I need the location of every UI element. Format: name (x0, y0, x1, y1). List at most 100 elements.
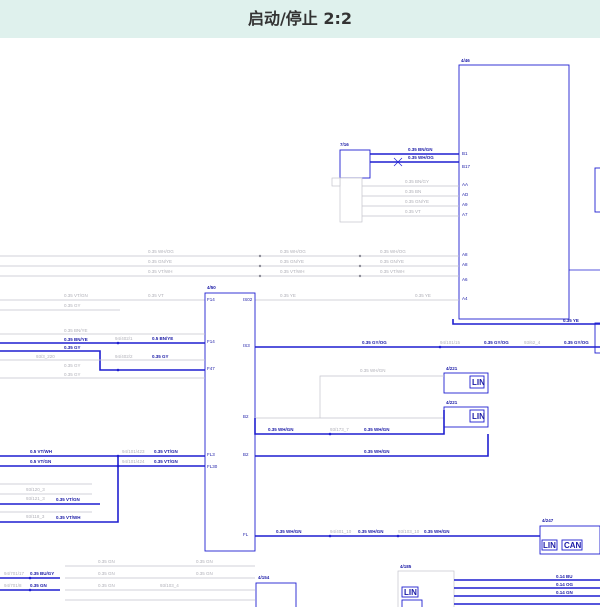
ecu-50-pin-l2: F14 (207, 339, 215, 344)
grey-harness-lines (0, 483, 92, 513)
lin-module-2[interactable]: LIN 4/221 (443, 400, 489, 428)
label-vtwh-2: 0.35 VT/GN (154, 449, 178, 454)
junction-6 (358, 274, 362, 278)
lin-module-1[interactable]: LIN 4/221 (443, 366, 489, 394)
label-vtgn: 0.5 VT/GN (30, 459, 51, 464)
module-4-185[interactable]: 4/185 LIN (397, 564, 455, 607)
lin-can-module[interactable]: 4/247 LIN CAN (539, 518, 600, 555)
label-gn-grey-1: 0.35 GN (98, 559, 115, 564)
label-gn14: 0.14 GN (556, 590, 573, 595)
ecu-4-50-body (204, 292, 256, 552)
junction-1 (258, 254, 262, 258)
label-bnye-grey: 0.35 BN/YE (64, 328, 88, 333)
label-vtwh-low: 0.35 VT/WH (56, 515, 81, 520)
partial-box-right-2 (594, 322, 600, 354)
wire-gy (0, 350, 205, 371)
splice-s5: 93/62_4 (524, 340, 541, 345)
ecu-pin-a7: A7 (462, 212, 468, 217)
label-grey-3: 0.35 VT/WH (148, 269, 173, 274)
grey-wire-lin (319, 375, 444, 419)
junction-3 (258, 274, 262, 278)
label-gy-b: 0.35 GY (152, 354, 169, 359)
ecu-50-pin-l4: FL3 (207, 452, 215, 457)
label-gy: 0.35 GY (64, 345, 81, 350)
label-grey-4: 0.35 WH/OG (280, 249, 306, 254)
label-vt-grey: 0.35 VT (148, 293, 164, 298)
lin-box-1 (469, 375, 485, 389)
label-gn-grey-2: 0.35 GN (98, 571, 115, 576)
junction-12 (116, 464, 120, 468)
grey-long-wires (0, 255, 459, 277)
label-gy-grey: 0.35 GY (64, 303, 81, 308)
label-vt: 0.35 VT (405, 209, 421, 214)
label-grey-6: 0.35 VT/WH (280, 269, 305, 274)
splice-s12: 94/401_10 (330, 529, 352, 534)
splice-s16: 93/103_4 (160, 583, 179, 588)
splice-s10: 93/121_3 (26, 496, 45, 501)
label-gn-grey-3: 0.35 GN (98, 583, 115, 588)
label-whgn-5: 0.35 WH/GN (358, 529, 384, 534)
grey-gn-wires (65, 565, 255, 601)
junction-16 (28, 588, 32, 592)
label-ye-grey-2: 0.35 YE (415, 293, 431, 298)
lin-can-ref: 4/247 (542, 518, 554, 523)
ecu-50-pin-l1: F14 (207, 297, 215, 302)
label-grey-5: 0.35 GN/YE (280, 259, 304, 264)
ecu-4-46[interactable]: 4/46 B1 B17 AA AD A9 A7 A8 A8 A6 A4 (458, 58, 570, 320)
partial-box-right-1 (594, 167, 600, 213)
ecu-pin-a9: A9 (462, 202, 468, 207)
splice-s3: 93/3_220 (36, 354, 55, 359)
splice-s1: 94/402/1 (115, 336, 133, 341)
ecu-4-50[interactable]: 4/50 F14 F14 F47 FL3 FL30 IS02 IS3 B2 B2… (204, 285, 256, 552)
grey-wires-relay (362, 185, 459, 217)
label-whgn-4: 0.35 WH/GN (276, 529, 302, 534)
splice-s8: 94/101/424 (122, 459, 145, 464)
label-og: 0.14 OG (556, 582, 574, 587)
ecu-4-46-body (458, 64, 570, 320)
wiring-diagram[interactable]: 4/46 B1 B17 AA AD A9 A7 A8 A8 A6 A4 0.35… (0, 38, 600, 607)
lin-label-1: LIN (472, 378, 485, 387)
title-bar: 启动/停止 2:2 (0, 0, 600, 38)
relay-grey-box (339, 177, 363, 223)
ecu-50-pin-r1: IS02 (243, 297, 253, 302)
splice-s14: 94/701/17 (4, 571, 25, 576)
module-4-185-ref: 4/185 (400, 564, 412, 569)
junction-2 (258, 264, 262, 268)
splice-s13: 93/103_10 (398, 529, 420, 534)
lin-ref-2: 4/221 (446, 400, 458, 405)
splice-s2: 94/402/2 (115, 354, 133, 359)
label-vtwh: 0.5 VT/WH (30, 449, 52, 454)
module-4-154[interactable]: 4/154 (255, 575, 297, 607)
junction-4 (358, 254, 362, 258)
label-grey-7: 0.35 WH/OG (380, 249, 406, 254)
label-gyog-2: 0.35 GY/OG (484, 340, 509, 345)
ecu-4-50-ref: 4/50 (207, 285, 216, 290)
label-bn: 0.35 BN (405, 189, 421, 194)
ecu-50-pin-l5: FL30 (207, 464, 218, 469)
ecu-50-pin-r3: B2 (243, 414, 249, 419)
label-gy-grey-2: 0.35 GY (64, 363, 81, 368)
ecu-pin-b1: B1 (462, 151, 468, 156)
ecu-pin-a4: A4 (462, 296, 468, 301)
splice-s11: 93/118_3 (26, 514, 45, 519)
label-grey-8: 0.35 GN/YE (380, 259, 404, 264)
wire-harness-vert (0, 456, 119, 523)
ecu-50-pin-l3: F47 (207, 366, 215, 371)
label-whgn-3: 0.35 WH/GN (364, 449, 390, 454)
label-gn: 0.35 GN (30, 583, 47, 588)
junction-11 (116, 454, 120, 458)
label-ye-bottom: 0.35 YE (563, 318, 579, 323)
junction-8 (116, 368, 120, 372)
label-gyog-3: 0.35 GY/OG (564, 340, 589, 345)
grey-wires-mid (0, 359, 205, 379)
relay-grey-pin (331, 177, 341, 187)
relay-7-16[interactable]: 7/16 (331, 142, 371, 223)
can-label: CAN (564, 541, 582, 550)
module-4-154-body (255, 582, 297, 607)
ecu-pin-a8: A8 (462, 252, 468, 257)
wire-cross-mark (393, 157, 403, 167)
ecu-pin-a6: A6 (462, 277, 468, 282)
label-vtgn-low: 0.35 VT/GN (56, 497, 80, 502)
junction-10 (328, 432, 332, 436)
junction-5 (358, 264, 362, 268)
